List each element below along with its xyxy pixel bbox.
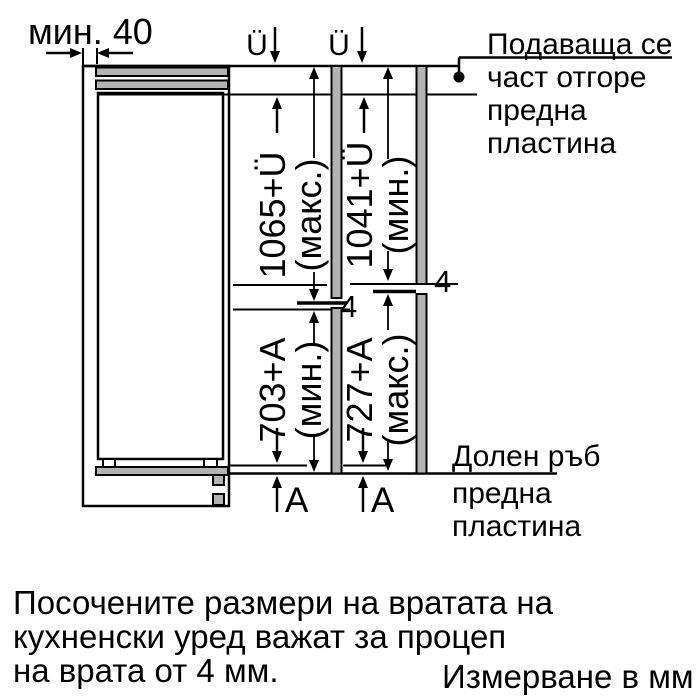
min-clearance-dimension: мин. 40	[28, 11, 153, 58]
bottom-overhang-label-left: A	[285, 481, 309, 520]
arrow-up-icon	[383, 294, 393, 306]
overhang-symbol-left: Ü	[246, 29, 268, 62]
front-panel-left-upper	[330, 65, 343, 299]
plinth-bar	[95, 466, 229, 476]
front-panel-right-lower	[415, 293, 428, 475]
gap-label-right: 4	[434, 264, 451, 299]
dim-upper-left-qualifier: (макс.)	[288, 159, 329, 272]
note-top-right-line1: Подаваща се	[487, 28, 672, 61]
arrow-left-icon	[97, 48, 109, 58]
arrow-down-icon	[272, 451, 282, 463]
caption-line1: Посочените размери на вратата на	[13, 584, 554, 621]
arrow-down-icon	[383, 459, 393, 471]
door-tab-right	[203, 458, 218, 468]
reference-lines	[83, 64, 557, 475]
overhang-top-marks: Ü Ü	[246, 27, 369, 133]
dim-upper-left-value: 1065+Ü	[252, 151, 293, 278]
note-top-right: Подаваща се част отгоре предна пластина	[453, 28, 672, 160]
note-top-right-line4: пластина	[487, 127, 617, 160]
foot-block-upper	[212, 474, 225, 486]
dim-lower-left-value: 703+A	[252, 337, 293, 442]
overhang-symbol-right: Ü	[328, 29, 350, 62]
note-top-right-line3: предна	[487, 94, 587, 127]
top-trim-strip-1	[95, 66, 229, 77]
note-bottom-right-line3: пластина	[452, 510, 582, 543]
dim-lower-right-qualifier: (макс.)	[375, 334, 416, 447]
arrow-down-icon	[383, 269, 393, 281]
top-trim-strip-2	[95, 79, 229, 90]
arrow-up-icon	[272, 476, 282, 488]
arrow-down-icon	[309, 289, 319, 301]
gap-labels: 4 4	[340, 264, 451, 324]
footer-caption: Посочените размери на вратата на кухненс…	[13, 584, 694, 695]
caption-line2: кухненски уред важат за процеп	[13, 618, 506, 655]
arrow-right-icon	[70, 48, 82, 58]
front-panel-right-upper	[415, 65, 428, 285]
dim-upper-right-value: 1041+Ü	[339, 141, 380, 268]
dimension-lines	[309, 67, 393, 472]
arrow-down-icon	[270, 51, 280, 63]
note-bottom-right-line1: Долен ръб	[452, 440, 600, 473]
arrow-up-icon	[272, 97, 282, 109]
dim-lower-right-value: 727+A	[339, 337, 380, 442]
leader-dot-icon	[453, 71, 465, 83]
front-panel-left-lower	[330, 307, 343, 475]
appliance-door-front	[96, 91, 225, 461]
units-note: Измерване в мм	[442, 658, 694, 695]
dim-upper-right-qualifier: (мин.)	[375, 156, 416, 255]
arrow-down-icon	[357, 51, 367, 63]
min-clearance-label: мин. 40	[28, 11, 153, 52]
foot-block-lower	[212, 493, 225, 506]
arrow-up-icon	[309, 311, 319, 323]
arrow-up-icon	[383, 67, 393, 79]
furniture-front-panels	[330, 65, 428, 475]
arrow-down-icon	[309, 460, 319, 472]
bottom-overhang-dimensions: A A	[272, 428, 395, 520]
door-tab-left	[102, 458, 116, 468]
dim-lower-left-qualifier: (мин.)	[288, 341, 329, 440]
arrow-up-icon	[309, 67, 319, 79]
note-bottom-right-line2: предна	[452, 477, 552, 510]
dimension-labels: 1065+Ü (макс.) 1041+Ü (мин.) 703+A (мин.…	[252, 141, 416, 446]
arrow-up-icon	[359, 97, 369, 109]
bottom-overhang-label-right: A	[371, 481, 395, 520]
caption-line3: на врата от 4 мм.	[13, 652, 279, 689]
arrow-up-icon	[358, 476, 368, 488]
cabinet-body	[81, 48, 231, 508]
note-bottom-right: Долен ръб предна пластина	[452, 440, 600, 543]
gap-label-left: 4	[340, 289, 357, 324]
note-top-right-line2: част отгоре	[487, 61, 647, 94]
arrow-down-icon	[358, 451, 368, 463]
